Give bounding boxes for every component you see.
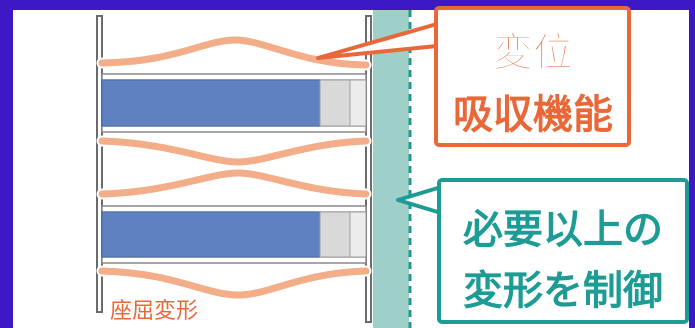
block-plate-bottom-1 [101, 125, 367, 133]
frame-top-border [0, 0, 695, 10]
label-displacement-line1: 変位 [493, 30, 573, 76]
blue-block-2 [101, 211, 321, 258]
gray-block-1 [319, 79, 351, 127]
label-displacement-line2: 吸収機能 [453, 92, 613, 138]
gray-spacer-1 [349, 79, 367, 127]
buckled-plate-a [98, 36, 370, 69]
label-restriction-line2: 変形を制御 [463, 268, 663, 314]
label-buckling: 座屈変形 [110, 299, 198, 324]
blue-block-1 [101, 79, 321, 127]
gray-block-2 [319, 211, 351, 258]
left-post [96, 15, 103, 313]
label-restriction-line1: 必要以上の [463, 207, 663, 253]
callout-box-displacement [434, 6, 631, 147]
restriction-band [373, 10, 409, 328]
frame-left-border [0, 0, 13, 328]
buckled-plate-b [98, 137, 370, 166]
right-post [365, 15, 372, 323]
buckled-plate-c [98, 169, 370, 198]
callout-pointer-join-restriction [441, 190, 447, 210]
block-plate-top-1 [101, 73, 367, 81]
buckled-plate-d [98, 267, 370, 299]
frame-right-border [689, 0, 695, 328]
callout-pointer-join-displacement [438, 28, 444, 52]
block-plate-top-2 [101, 205, 367, 213]
callout-box-restriction [437, 178, 689, 324]
block-plate-bottom-2 [101, 256, 367, 264]
gray-spacer-2 [349, 211, 367, 258]
